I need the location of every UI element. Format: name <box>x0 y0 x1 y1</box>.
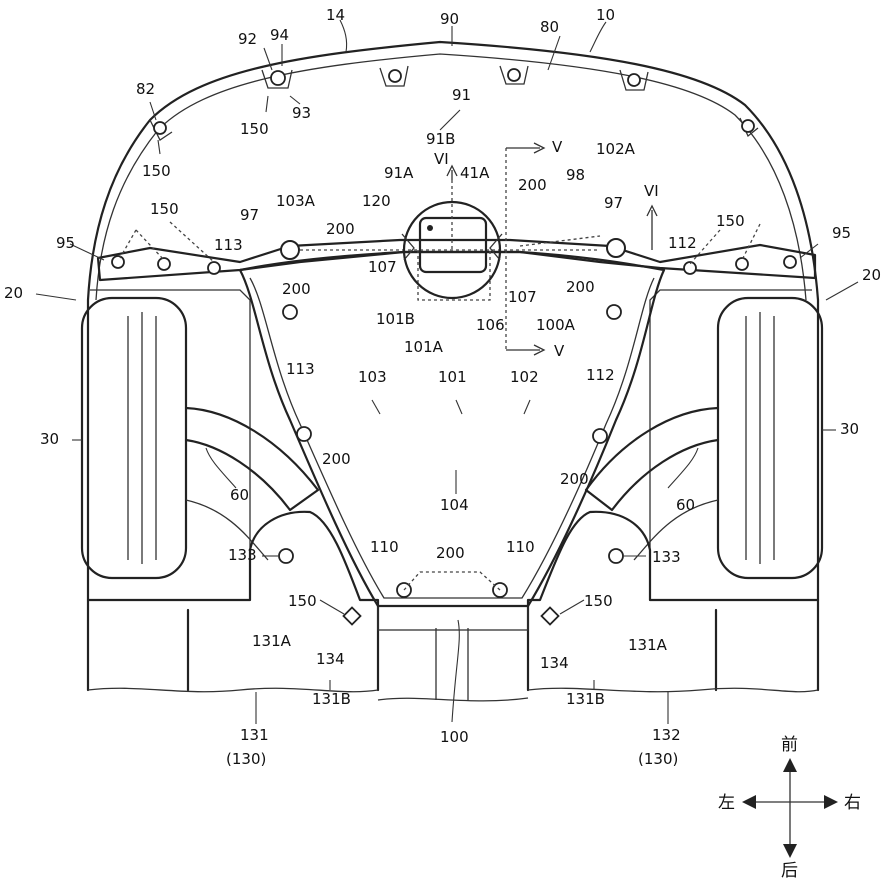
label-97-left: 97 <box>240 206 259 224</box>
label-130-left: (130) <box>226 750 266 768</box>
left-wheel <box>82 298 186 578</box>
label-131B-left: 131B <box>312 690 351 708</box>
label-106: 106 <box>476 316 505 334</box>
arrow-left-icon <box>742 795 756 809</box>
label-80: 80 <box>540 18 559 36</box>
label-150-bottom-left: 150 <box>288 592 317 610</box>
arrow-up-icon <box>783 758 797 772</box>
label-101A: 101A <box>404 338 444 356</box>
label-102: 102 <box>510 368 539 386</box>
label-101: 101 <box>438 368 467 386</box>
compass-right-label: 右 <box>844 793 861 813</box>
label-150-mid-left: 150 <box>150 200 179 218</box>
break-lines <box>88 688 818 701</box>
label-93: 93 <box>292 104 311 122</box>
label-91: 91 <box>452 86 471 104</box>
label-92: 92 <box>238 30 257 48</box>
label-107-right: 107 <box>508 288 537 306</box>
label-V-top: V <box>552 138 563 156</box>
compass-left-label: 左 <box>718 793 735 813</box>
label-113-top: 113 <box>214 236 243 254</box>
label-110-left: 110 <box>370 538 399 556</box>
label-112-mid: 112 <box>586 366 615 384</box>
label-104: 104 <box>440 496 469 514</box>
label-110-right: 110 <box>506 538 535 556</box>
label-101B: 101B <box>376 310 415 328</box>
label-200-upper-left: 200 <box>326 220 355 238</box>
label-95-left: 95 <box>56 234 75 252</box>
label-120: 120 <box>362 192 391 210</box>
label-131: 131 <box>240 726 269 744</box>
label-130-right: (130) <box>638 750 678 768</box>
label-133-right: 133 <box>652 548 681 566</box>
label-41A: 41A <box>460 164 490 182</box>
label-20-right: 20 <box>862 266 881 284</box>
label-131A-right: 131A <box>628 636 668 654</box>
label-82: 82 <box>136 80 155 98</box>
label-95-right: 95 <box>832 224 851 242</box>
label-200-bottom: 200 <box>436 544 465 562</box>
fastener-links <box>120 222 760 590</box>
label-150-left: 150 <box>142 162 171 180</box>
label-150-top: 150 <box>240 120 269 138</box>
label-150-bottom-right: 150 <box>584 592 613 610</box>
compass-front-label: 前 <box>781 735 798 755</box>
label-14: 14 <box>326 6 345 24</box>
label-131A-left: 131A <box>252 632 292 650</box>
label-10: 10 <box>596 6 615 24</box>
label-113-mid: 113 <box>286 360 315 378</box>
label-100: 100 <box>440 728 469 746</box>
label-30-right: 30 <box>840 420 859 438</box>
label-200-lower-left: 200 <box>322 450 351 468</box>
suspension-arms <box>186 408 718 560</box>
label-91B: 91B <box>426 130 455 148</box>
label-91A: 91A <box>384 164 414 182</box>
label-200-lower-right: 200 <box>560 470 589 488</box>
label-102A: 102A <box>596 140 636 158</box>
front-cross-member <box>98 240 815 280</box>
compass-rear-label: 后 <box>781 861 798 881</box>
label-134-left: 134 <box>316 650 345 668</box>
label-100A: 100A <box>536 316 576 334</box>
right-wheel <box>718 298 822 578</box>
arrow-down-icon <box>783 844 797 858</box>
label-150-mid-right: 150 <box>716 212 745 230</box>
label-107-left: 107 <box>368 258 397 276</box>
label-97-right: 97 <box>604 194 623 212</box>
label-200-left: 200 <box>282 280 311 298</box>
label-20-left: 20 <box>4 284 23 302</box>
label-V-bottom: V <box>554 342 565 360</box>
label-200-right: 200 <box>566 278 595 296</box>
label-200-top: 200 <box>518 176 547 194</box>
label-112-top: 112 <box>668 234 697 252</box>
direction-compass: 前 后 左 右 <box>718 735 861 881</box>
label-133-left: 133 <box>228 546 257 564</box>
label-60-right: 60 <box>676 496 695 514</box>
label-30-left: 30 <box>40 430 59 448</box>
label-98: 98 <box>566 166 585 184</box>
label-VI-top: VI <box>434 150 449 168</box>
label-103A: 103A <box>276 192 316 210</box>
label-94: 94 <box>270 26 289 44</box>
label-131B-right: 131B <box>566 690 605 708</box>
label-90: 90 <box>440 10 459 28</box>
arrow-right-icon <box>824 795 838 809</box>
label-VI-right: VI <box>644 182 659 200</box>
label-60-left: 60 <box>230 486 249 504</box>
label-134-right: 134 <box>540 654 569 672</box>
label-132: 132 <box>652 726 681 744</box>
label-103: 103 <box>358 368 387 386</box>
